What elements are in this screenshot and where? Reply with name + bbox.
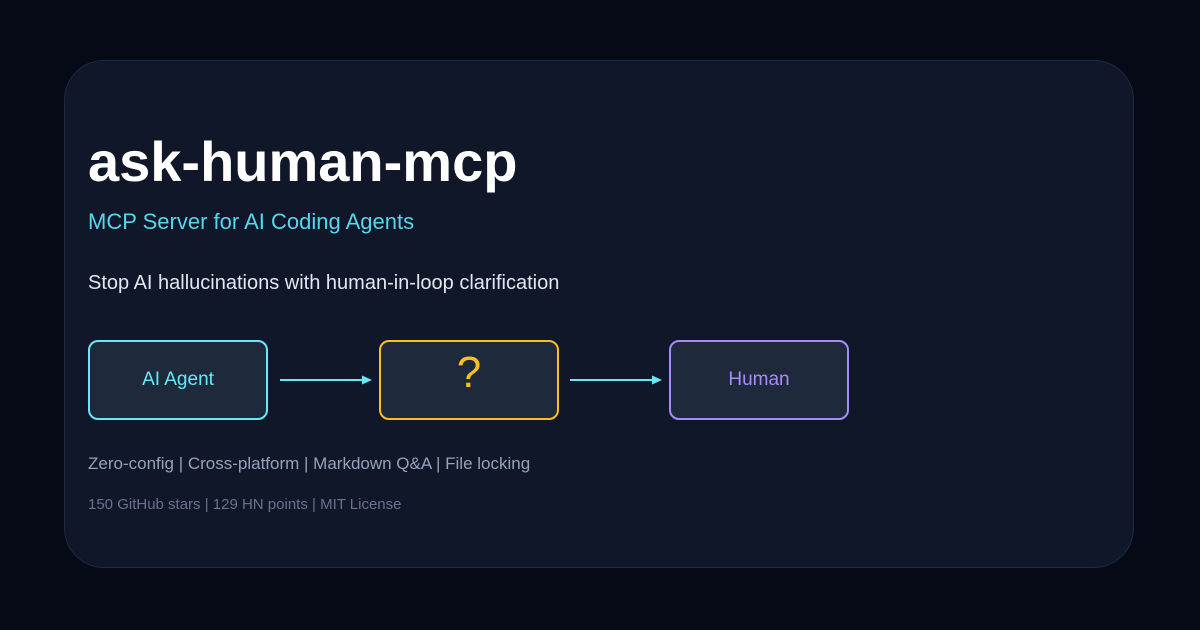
human-label: Human (728, 369, 790, 390)
human-node: Human (669, 340, 849, 420)
page-title: ask-human-mcp (88, 130, 518, 193)
ai-agent-label: AI Agent (142, 369, 214, 390)
question-mark-label: ? (456, 348, 482, 397)
stats-line: 150 GitHub stars | 129 HN points | MIT L… (88, 496, 402, 513)
features-list: Zero-config | Cross-platform | Markdown … (88, 454, 531, 473)
card (64, 60, 1134, 568)
question-node: ? (379, 340, 559, 420)
tagline: Stop AI hallucinations with human-in-loo… (88, 272, 560, 294)
ai-agent-node: AI Agent (88, 340, 268, 420)
subtitle: MCP Server for AI Coding Agents (88, 209, 415, 234)
right-arrow-icon (280, 375, 372, 385)
right-arrow-icon (570, 375, 662, 385)
